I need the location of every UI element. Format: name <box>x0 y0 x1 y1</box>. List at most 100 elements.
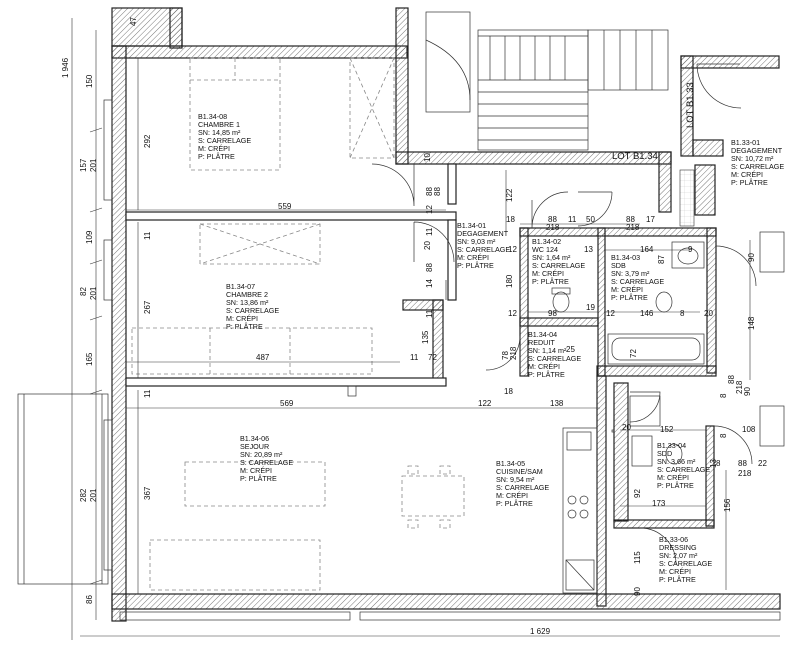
dim-total-width: 1 629 <box>530 627 551 636</box>
dim-90a: 90 <box>747 253 756 262</box>
dim-13b: 13 <box>709 459 718 468</box>
dim-218d: 218 <box>735 380 744 394</box>
room-wall: M: CRÉPI <box>731 170 763 179</box>
room-floor: S: CARRELAGE <box>528 354 581 363</box>
room-floor: S: CARRELAGE <box>496 483 549 492</box>
room-floor: S: CARRELAGE <box>659 559 712 568</box>
room-wall: M: CRÉPI <box>659 567 691 576</box>
dim-218e: 218 <box>738 469 752 478</box>
room-wall: M: CRÉPI <box>496 491 528 500</box>
dim-218c: 218 <box>509 346 518 360</box>
dim-173: 173 <box>652 499 666 508</box>
room-area: SN: 3,79 m² <box>611 269 650 278</box>
furniture <box>131 57 785 594</box>
dim-87: 87 <box>657 255 666 264</box>
dim-150: 150 <box>85 74 94 88</box>
dim-8c: 8 <box>719 433 728 438</box>
dim-92: 92 <box>633 489 642 498</box>
dim-569: 569 <box>280 399 294 408</box>
room-label-b134-04: B1.34-04 REDUIT SN: 1,14 m² S: CARRELAGE… <box>528 330 581 379</box>
room-area: SN: 1,64 m² <box>532 253 571 262</box>
room-floor: S: CARRELAGE <box>731 162 784 171</box>
room-id: B1.34-08 <box>198 112 227 121</box>
dim-108: 108 <box>742 425 756 434</box>
room-label-b134-02: B1.34-02 WC 124 SN: 1,64 m² S: CARRELAGE… <box>532 237 585 286</box>
dim-487: 487 <box>256 353 270 362</box>
lot-b133-label: LOT B1.33 <box>685 82 696 128</box>
dim-8b: 8 <box>719 393 728 398</box>
lot-b134-label: LOT B1.34 <box>612 151 658 162</box>
dim-152: 152 <box>660 425 674 434</box>
dim-20c: 20 <box>622 423 631 432</box>
dim-267: 267 <box>143 300 152 314</box>
room-name: DRESSING <box>659 543 697 552</box>
room-wall: M: CRÉPI <box>532 269 564 278</box>
room-name: CHAMBRE 1 <box>198 120 240 129</box>
dim-20b: 20 <box>704 309 713 318</box>
dim-12c: 12 <box>508 309 517 318</box>
room-area: SN: 13,86 m² <box>226 298 269 307</box>
dim-138: 138 <box>550 399 564 408</box>
room-wall: M: CRÉPI <box>457 253 489 262</box>
dimension-lines <box>71 18 780 640</box>
dim-156: 156 <box>723 498 732 512</box>
room-id: B1.33-04 <box>657 441 686 450</box>
room-area: SN: 10,72 m² <box>731 154 774 163</box>
room-id: B1.33-06 <box>659 535 688 544</box>
dim-164: 164 <box>640 245 654 254</box>
dimension-texts: 1 946 150 157 201 109 82 201 165 282 201… <box>61 17 767 636</box>
staircase <box>425 11 669 151</box>
dim-12d: 12 <box>606 309 615 318</box>
room-name: SDD <box>657 449 672 458</box>
dim-25: 25 <box>566 345 575 354</box>
dim-109: 109 <box>85 230 94 244</box>
dim-14: 14 <box>425 279 434 288</box>
room-floor: S: CARRELAGE <box>611 277 664 286</box>
room-label-b134-07: B1.34-07 CHAMBRE 2 SN: 13,86 m² S: CARRE… <box>226 282 279 331</box>
room-ceiling: P: PLÂTRE <box>528 370 565 379</box>
dim-88f: 88 <box>727 375 736 384</box>
dim-12b: 12 <box>508 245 517 254</box>
dim-20a: 20 <box>423 241 432 250</box>
room-name: WC 124 <box>532 245 558 254</box>
room-label-b133-04: B1.33-04 SDD SN: 3,66 m² S: CARRELAGE M:… <box>657 441 710 490</box>
room-ceiling: P: PLÂTRE <box>611 293 648 302</box>
room-name: DEGAGEMENT <box>731 146 783 155</box>
room-name: DEGAGEMENT <box>457 229 509 238</box>
room-id: B1.34-07 <box>226 282 255 291</box>
dim-218a: 218 <box>546 223 560 232</box>
dim-8a: 8 <box>680 309 685 318</box>
room-ceiling: P: PLÂTRE <box>496 499 533 508</box>
dim-148: 148 <box>747 316 756 330</box>
room-ceiling: P: PLÂTRE <box>240 474 277 483</box>
room-ceiling: P: PLÂTRE <box>659 575 696 584</box>
room-ceiling: P: PLÂTRE <box>532 277 569 286</box>
exterior-walls <box>111 7 781 622</box>
dim-165: 165 <box>85 352 94 366</box>
dim-135: 135 <box>421 330 430 344</box>
room-id: B1.33-01 <box>731 138 760 147</box>
room-id: B1.34-02 <box>532 237 561 246</box>
room-name: CUISINE/SAM <box>496 467 543 476</box>
dim-50: 50 <box>586 215 595 224</box>
dim-total-height: 1 946 <box>61 57 70 78</box>
dim-22: 22 <box>758 459 767 468</box>
dim-47: 47 <box>129 17 138 26</box>
dim-11f: 11 <box>568 215 577 224</box>
dim-18b: 18 <box>504 387 513 396</box>
room-area: SN: 14,85 m² <box>198 128 241 137</box>
room-ceiling: P: PLÂTRE <box>226 322 263 331</box>
room-name: SDB <box>611 261 626 270</box>
room-area: SN: 9,54 m² <box>496 475 535 484</box>
dim-122a: 122 <box>478 399 492 408</box>
dim-559: 559 <box>278 202 292 211</box>
dim-17: 17 <box>646 215 655 224</box>
bottom-sill <box>119 611 351 621</box>
balcony <box>17 99 113 585</box>
dim-90c: 90 <box>633 587 642 596</box>
dim-88c: 88 <box>425 263 434 272</box>
dim-88g: 88 <box>738 459 747 468</box>
room-id: B1.34-01 <box>457 221 486 230</box>
dim-8d: 8 <box>716 459 721 468</box>
